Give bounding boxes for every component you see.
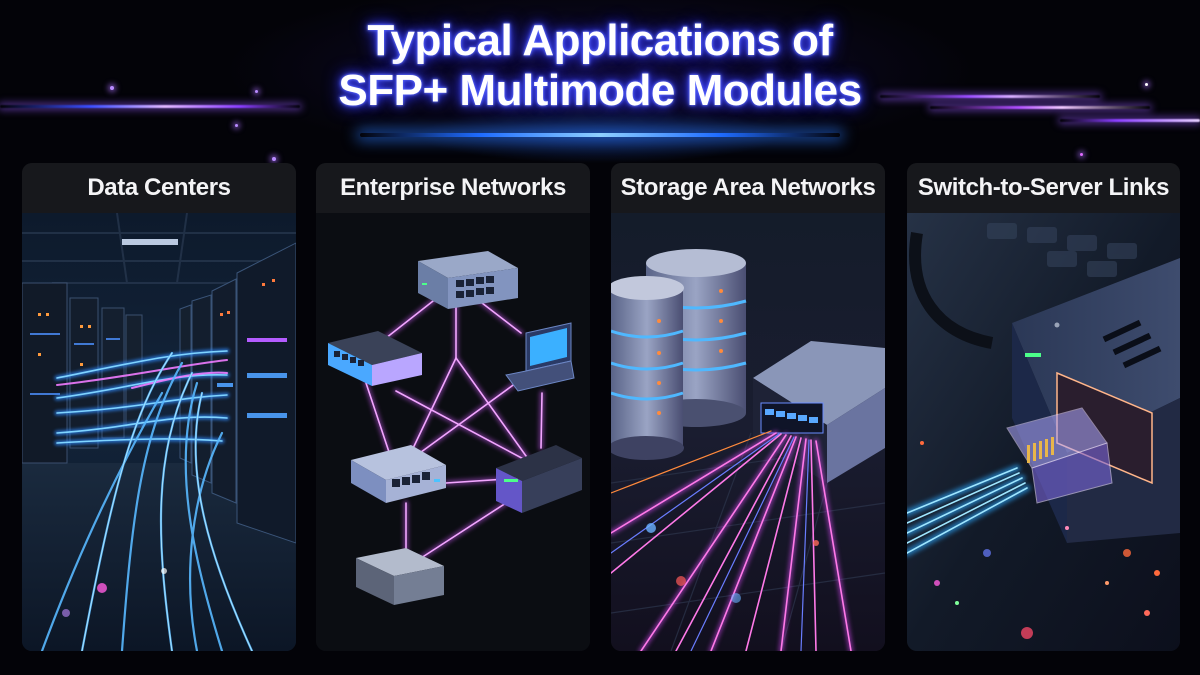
title-underglow — [360, 133, 840, 137]
card-enterprise-networks: Enterprise Networks — [316, 163, 590, 651]
card-title: Enterprise Networks — [316, 163, 590, 213]
card-switch-to-server-links: Switch-to-Server Links — [907, 163, 1180, 651]
switch-server-link-image — [907, 213, 1180, 651]
sparkle — [255, 90, 258, 93]
sparkle — [1145, 83, 1148, 86]
switch-icon — [418, 251, 518, 309]
page-title: Typical Applications of SFP+ Multimode M… — [0, 16, 1200, 116]
data-center-image — [22, 213, 296, 651]
light-streak-left — [0, 105, 300, 108]
light-streak-right-1 — [880, 95, 1100, 98]
card-data-centers: Data Centers — [22, 163, 296, 651]
card-title: Data Centers — [22, 163, 296, 213]
light-streak-right-3 — [1060, 119, 1200, 122]
light-streak-right-2 — [930, 106, 1150, 109]
enterprise-network-image — [316, 213, 590, 651]
sparkle — [1080, 153, 1083, 156]
sparkle — [272, 157, 276, 161]
title-line-2: SFP+ Multimode Modules — [338, 66, 862, 115]
card-storage-area-networks: Storage Area Networks — [611, 163, 885, 651]
sparkle — [235, 124, 238, 127]
title-line-1: Typical Applications of — [367, 16, 833, 65]
card-title: Switch-to-Server Links — [907, 163, 1180, 213]
storage-network-image — [611, 213, 885, 651]
card-title: Storage Area Networks — [611, 163, 885, 213]
sparkle — [110, 86, 114, 90]
